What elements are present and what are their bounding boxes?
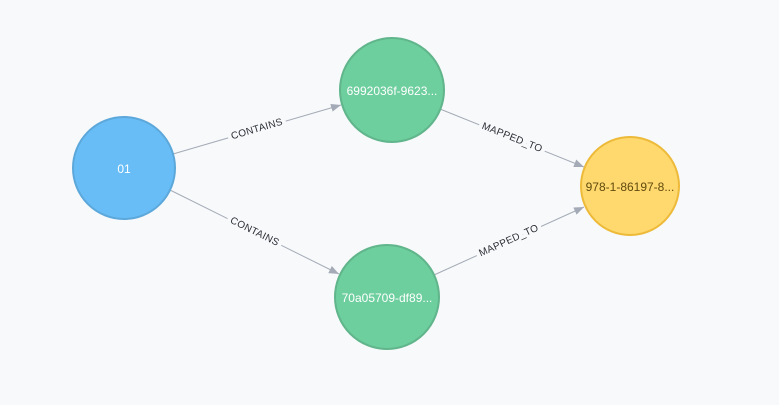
node-circle[interactable] [72, 116, 176, 220]
node-circle[interactable] [334, 244, 440, 350]
node-circle[interactable] [339, 37, 445, 143]
node-70a05709[interactable]: 70a05709-df89... [334, 244, 440, 350]
edge-contains-bottom[interactable]: CONTAINS [169, 189, 340, 275]
edge-line[interactable] [169, 189, 340, 275]
edge-label: CONTAINS [228, 215, 281, 249]
edge-label: MAPPED_TO [477, 223, 540, 260]
edge-mapped-to-top[interactable]: MAPPED_TO [439, 108, 585, 168]
edge-mapped-to-bottom[interactable]: MAPPED_TO [433, 206, 585, 276]
edge-label: CONTAINS [230, 117, 284, 143]
edge-line[interactable] [433, 206, 585, 276]
node-circle[interactable] [580, 136, 680, 236]
edge-label: MAPPED_TO [480, 121, 544, 155]
node-978-1-86197[interactable]: 978-1-86197-8... [580, 136, 680, 236]
node-6992036f[interactable]: 6992036f-9623... [339, 37, 445, 143]
node-01[interactable]: 01 [72, 116, 176, 220]
edge-line[interactable] [439, 108, 585, 168]
edge-contains-top[interactable]: CONTAINS [172, 103, 342, 155]
edge-line[interactable] [172, 103, 342, 155]
